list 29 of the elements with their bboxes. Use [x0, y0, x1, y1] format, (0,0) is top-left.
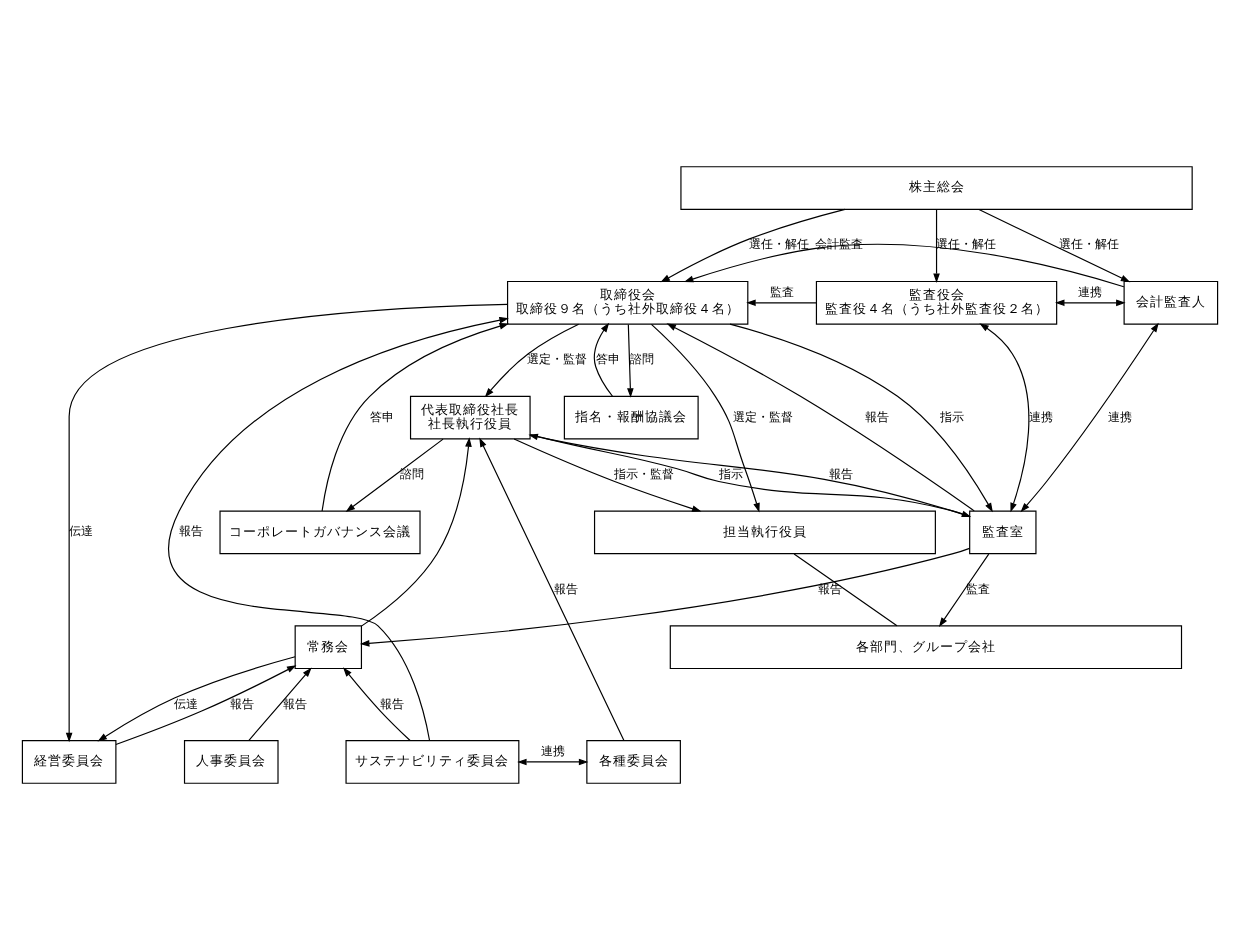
arrow — [97, 655, 296, 741]
arrow — [938, 552, 990, 626]
arrow — [650, 322, 760, 512]
arrow — [343, 666, 411, 741]
arrow — [359, 546, 971, 646]
arrow — [666, 322, 975, 511]
arrow — [729, 322, 993, 512]
arrow — [1020, 321, 1159, 512]
arrow — [979, 322, 1030, 512]
arrow — [513, 437, 702, 511]
arrow — [484, 322, 580, 397]
arrow — [593, 321, 614, 396]
arrow — [1055, 298, 1126, 306]
arrow — [115, 664, 297, 745]
arrow — [65, 302, 509, 742]
arrow — [746, 298, 817, 306]
arrow — [321, 322, 509, 511]
arrow — [361, 436, 472, 626]
arrow — [168, 315, 509, 741]
arrow — [248, 666, 312, 740]
arrow — [345, 437, 444, 512]
arrow — [517, 757, 589, 765]
arrow — [933, 208, 940, 282]
arrow — [978, 208, 1131, 282]
arrow — [683, 242, 1125, 287]
arrow — [627, 323, 634, 397]
arrow — [479, 436, 625, 741]
connector — [793, 552, 898, 626]
arrow — [660, 207, 846, 282]
